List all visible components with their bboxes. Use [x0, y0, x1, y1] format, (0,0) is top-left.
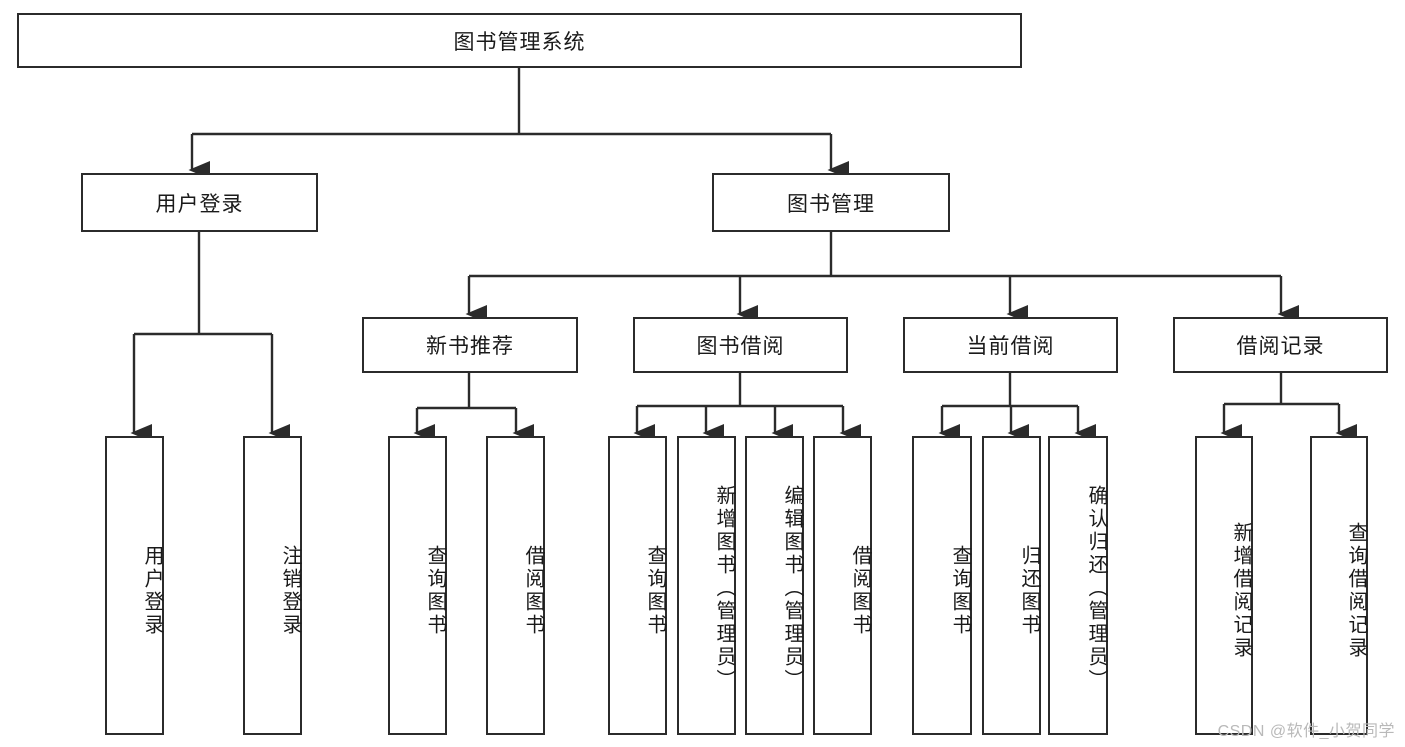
node-label: 图书借阅	[696, 335, 785, 358]
node-label: 借阅记录	[1236, 335, 1325, 358]
node-book-borrow[interactable]: 图书借阅	[633, 317, 848, 373]
node-label: 借阅图书	[522, 544, 544, 637]
node-label: 查询图书	[644, 544, 666, 637]
node-label: 图书管理系统	[453, 30, 586, 54]
node-label: 新增借阅记录	[1230, 521, 1252, 660]
leaf-user-login[interactable]: 用户登录	[105, 436, 164, 735]
leaf-query-borrow-record[interactable]: 查询借阅记录	[1310, 436, 1368, 735]
node-label: 借阅图书	[849, 544, 871, 637]
leaf-logout[interactable]: 注销登录	[243, 436, 302, 735]
node-label: 确认归还（管理员）	[1085, 485, 1107, 692]
node-book-management[interactable]: 图书管理	[712, 173, 950, 232]
node-user-login[interactable]: 用户登录	[81, 173, 318, 232]
leaf-borrow-book-new[interactable]: 借阅图书	[486, 436, 545, 735]
leaf-add-book-admin[interactable]: 新增图书（管理员）	[677, 436, 736, 735]
node-label: 查询图书	[949, 544, 971, 637]
node-label: 编辑图书（管理员）	[781, 485, 803, 692]
leaf-confirm-return-admin[interactable]: 确认归还（管理员）	[1048, 436, 1108, 735]
node-label: 用户登录	[155, 192, 244, 216]
leaf-edit-book-admin[interactable]: 编辑图书（管理员）	[745, 436, 804, 735]
node-label: 查询借阅记录	[1345, 521, 1367, 660]
leaf-query-book-borrow[interactable]: 查询图书	[608, 436, 667, 735]
node-borrow-record[interactable]: 借阅记录	[1173, 317, 1388, 373]
node-label: 归还图书	[1018, 544, 1040, 637]
node-label: 新书推荐	[426, 335, 514, 358]
leaf-add-borrow-record[interactable]: 新增借阅记录	[1195, 436, 1253, 735]
node-new-book-recommend[interactable]: 新书推荐	[362, 317, 578, 373]
node-label: 当前借阅	[966, 335, 1055, 358]
leaf-query-book-new[interactable]: 查询图书	[388, 436, 447, 735]
leaf-query-book-current[interactable]: 查询图书	[912, 436, 972, 735]
node-label: 新增图书（管理员）	[713, 485, 735, 692]
leaf-borrow-book[interactable]: 借阅图书	[813, 436, 872, 735]
node-label: 注销登录	[279, 544, 301, 637]
leaf-return-book[interactable]: 归还图书	[982, 436, 1041, 735]
csdn-watermark: CSDN @软件_小贺同学	[1217, 723, 1395, 740]
node-label: 用户登录	[141, 544, 163, 637]
node-label: 查询图书	[424, 544, 446, 637]
node-label: 图书管理	[787, 192, 875, 216]
node-current-borrow[interactable]: 当前借阅	[903, 317, 1118, 373]
node-root-system[interactable]: 图书管理系统	[17, 13, 1022, 68]
